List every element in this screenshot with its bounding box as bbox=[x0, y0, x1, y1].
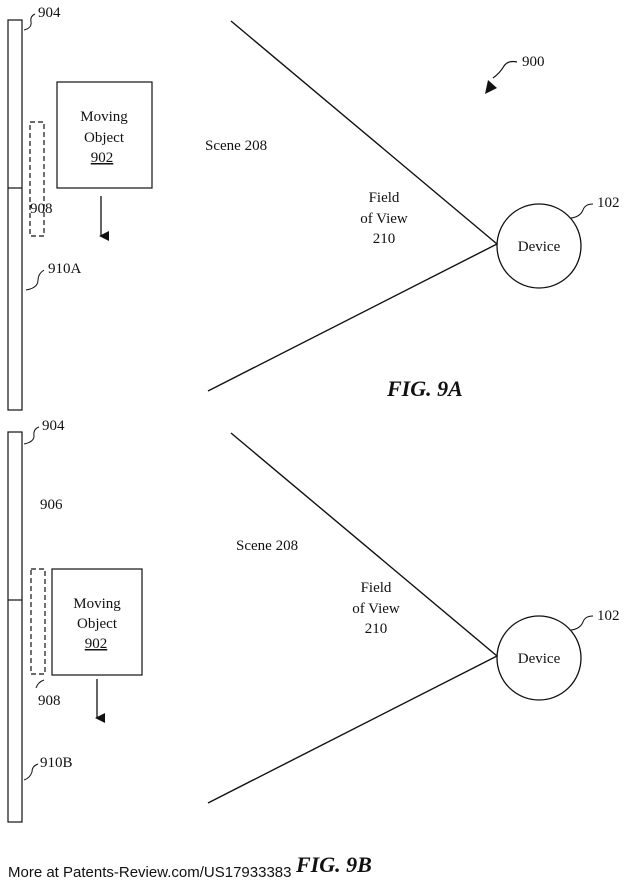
ref-910a-label: 910A bbox=[48, 261, 82, 277]
fov-label-1: Field bbox=[369, 190, 400, 206]
figure-9a: 904 908 Moving Object 902 910A Scene 208… bbox=[7, 5, 620, 411]
moving-object-label-2: Object bbox=[84, 130, 125, 146]
device-label: Device bbox=[518, 239, 561, 255]
ref-900-leader bbox=[492, 60, 518, 79]
moving-object-label-1: Moving bbox=[73, 596, 121, 612]
ref-906-label: 906 bbox=[40, 497, 63, 513]
device-circle bbox=[496, 203, 582, 289]
ref-900-label: 900 bbox=[522, 54, 545, 70]
moving-object-box bbox=[51, 568, 143, 676]
moving-object-label-1: Moving bbox=[80, 109, 128, 125]
ref-904-label: 904 bbox=[42, 418, 65, 434]
fov-line-upper bbox=[230, 20, 498, 245]
ref-102-label: 102 bbox=[597, 195, 620, 211]
moving-object-box bbox=[56, 81, 153, 189]
device-circle bbox=[496, 615, 582, 701]
moving-object-ref: 902 bbox=[91, 150, 114, 166]
dashed-region-908 bbox=[30, 568, 46, 675]
fov-label-2: of View bbox=[360, 211, 408, 227]
scene-label: Scene 208 bbox=[205, 138, 267, 154]
fov-label-2: of View bbox=[352, 601, 400, 617]
ref-910b-label: 910B bbox=[40, 755, 73, 771]
leader-904 bbox=[23, 13, 36, 31]
fov-label-3: 210 bbox=[373, 231, 396, 247]
moving-object-ref: 902 bbox=[85, 636, 108, 652]
ref-900-arrowhead bbox=[485, 80, 497, 94]
leader-910b bbox=[23, 763, 39, 781]
fig-9b-caption: FIG. 9B bbox=[295, 852, 372, 877]
leader-908 bbox=[35, 679, 45, 689]
fov-line-lower bbox=[207, 655, 498, 804]
fov-line-lower bbox=[207, 243, 498, 392]
leader-102 bbox=[570, 615, 594, 631]
leader-910a bbox=[25, 269, 45, 291]
leader-102 bbox=[570, 203, 594, 219]
ref-908-label: 908 bbox=[30, 201, 53, 217]
fov-label-3: 210 bbox=[365, 621, 388, 637]
fov-label-1: Field bbox=[361, 580, 392, 596]
ref-908-label: 908 bbox=[38, 693, 61, 709]
moving-object-label-2: Object bbox=[77, 616, 118, 632]
dashed-region-908 bbox=[29, 121, 45, 237]
footer-source-text: More at Patents-Review.com/US17933383 bbox=[8, 864, 291, 881]
frame-strip bbox=[7, 19, 23, 411]
scene-label: Scene 208 bbox=[236, 538, 298, 554]
leader-904 bbox=[23, 426, 40, 445]
fig-9a-caption: FIG. 9A bbox=[386, 376, 463, 401]
ref-904-label: 904 bbox=[38, 5, 61, 21]
fov-line-upper bbox=[230, 432, 498, 657]
frame-strip bbox=[7, 431, 23, 823]
device-label: Device bbox=[518, 651, 561, 667]
figure-9b: 904 906 908 Moving Object 902 910B Scene… bbox=[7, 418, 620, 877]
ref-102-label: 102 bbox=[597, 608, 620, 624]
